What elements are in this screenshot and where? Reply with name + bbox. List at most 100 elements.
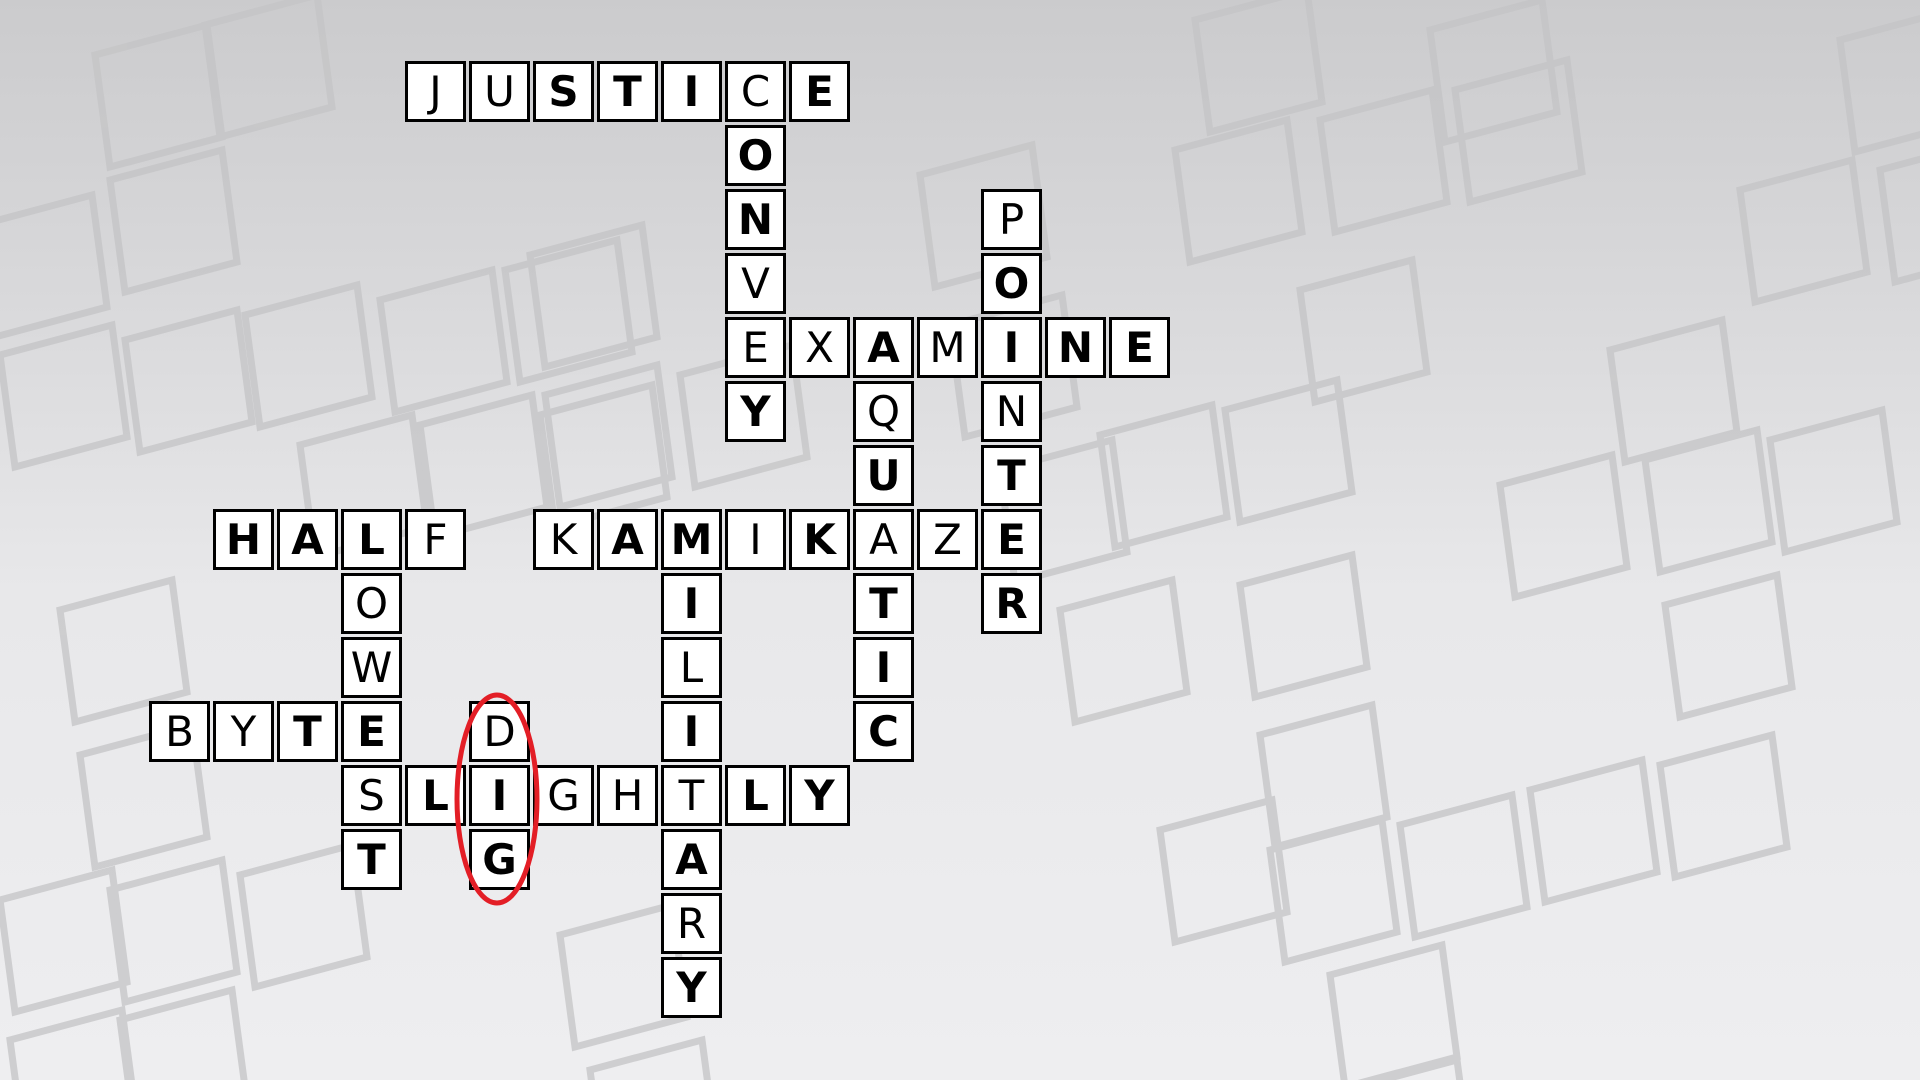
crossword-cell[interactable]: I	[853, 637, 914, 698]
crossword-cell[interactable]: U	[853, 445, 914, 506]
bg-square	[526, 220, 661, 372]
crossword-cell[interactable]: A	[853, 509, 914, 570]
bg-square	[1426, 0, 1561, 147]
bg-square	[1056, 575, 1191, 727]
crossword-cell[interactable]: T	[661, 765, 722, 826]
crossword-cell[interactable]: I	[661, 701, 722, 762]
crossword-cell[interactable]: G	[469, 829, 530, 890]
crossword-cell[interactable]: T	[853, 573, 914, 634]
crossword-cell[interactable]: O	[725, 125, 786, 186]
crossword-cell[interactable]: Z	[917, 509, 978, 570]
bg-square	[106, 145, 241, 297]
bg-square	[1156, 795, 1291, 947]
crossword-cell[interactable]: E	[725, 317, 786, 378]
bg-square	[116, 985, 248, 1080]
crossword-cell[interactable]: V	[725, 253, 786, 314]
crossword-cell[interactable]: I	[469, 765, 530, 826]
bg-square	[1221, 375, 1356, 527]
bg-square	[1171, 115, 1306, 267]
bg-square	[56, 575, 191, 727]
bg-square	[1876, 155, 1920, 287]
crossword-cell[interactable]: H	[597, 765, 658, 826]
crossword-cell[interactable]: E	[981, 509, 1042, 570]
crossword-cell[interactable]: L	[661, 637, 722, 698]
crossword-cell[interactable]: N	[981, 381, 1042, 442]
bg-square	[541, 360, 676, 512]
crossword-cell[interactable]: E	[341, 701, 402, 762]
crossword-cell[interactable]: T	[597, 61, 658, 122]
crossword-cell[interactable]: R	[981, 573, 1042, 634]
crossword-cell[interactable]: P	[981, 189, 1042, 250]
bg-square	[916, 140, 1051, 292]
crossword-cell[interactable]: R	[661, 893, 722, 954]
crossword-cell[interactable]: A	[277, 509, 338, 570]
crossword-cell[interactable]: M	[661, 509, 722, 570]
crossword-cell[interactable]: X	[789, 317, 850, 378]
crossword-cell[interactable]: Y	[661, 957, 722, 1018]
bg-square	[1496, 450, 1631, 602]
bg-square	[1606, 315, 1741, 467]
bg-square	[121, 305, 256, 457]
crossword-cell[interactable]: K	[789, 509, 850, 570]
crossword-cell[interactable]: O	[981, 253, 1042, 314]
bg-square	[0, 865, 131, 1017]
bg-square	[1836, 14, 1920, 157]
bg-square	[501, 235, 636, 387]
crossword-cell[interactable]: A	[661, 829, 722, 890]
crossword-cell[interactable]: Q	[853, 381, 914, 442]
bg-square	[1191, 0, 1326, 137]
crossword-cell[interactable]: G	[533, 765, 594, 826]
crossword-cell[interactable]: C	[725, 61, 786, 122]
bg-square	[376, 265, 511, 417]
crossword-cell[interactable]: J	[405, 61, 466, 122]
crossword-cell[interactable]: I	[661, 573, 722, 634]
crossword-cell[interactable]: N	[1045, 317, 1106, 378]
crossword-cell[interactable]: K	[533, 509, 594, 570]
crossword-cell[interactable]: I	[661, 61, 722, 122]
crossword-cell[interactable]: O	[341, 573, 402, 634]
crossword-cell[interactable]: U	[469, 61, 530, 122]
bg-square	[1236, 550, 1371, 702]
crossword-cell[interactable]: T	[981, 445, 1042, 506]
bg-square	[0, 190, 111, 340]
bg-square	[536, 380, 671, 532]
crossword-cell[interactable]: A	[597, 509, 658, 570]
crossword-cell[interactable]: I	[981, 317, 1042, 378]
bg-square	[1266, 815, 1401, 967]
crossword-cell[interactable]: Y	[789, 765, 850, 826]
crossword-cell[interactable]: B	[149, 701, 210, 762]
crossword-cell[interactable]: I	[725, 509, 786, 570]
crossword-cell[interactable]: Y	[725, 381, 786, 442]
crossword-cell[interactable]: S	[533, 61, 594, 122]
bg-square	[1661, 570, 1796, 722]
crossword-cell[interactable]: T	[341, 829, 402, 890]
bg-square	[586, 1035, 711, 1080]
crossword-cell[interactable]: N	[725, 189, 786, 250]
bg-square	[1451, 55, 1586, 207]
crossword-cell[interactable]: L	[725, 765, 786, 826]
bg-square	[236, 840, 371, 992]
bg-square	[1368, 1055, 1464, 1080]
bg-square	[106, 855, 241, 1007]
crossword-cell[interactable]: Y	[213, 701, 274, 762]
crossword-cell[interactable]: H	[213, 509, 274, 570]
crossword-cell[interactable]: W	[341, 637, 402, 698]
crossword-cell[interactable]: D	[469, 701, 530, 762]
crossword-cell[interactable]: L	[341, 509, 402, 570]
crossword-cell[interactable]: S	[341, 765, 402, 826]
crossword-cell[interactable]: E	[1109, 317, 1170, 378]
crossword-cell[interactable]: E	[789, 61, 850, 122]
bg-square	[201, 0, 336, 142]
bg-square	[416, 390, 551, 542]
crossword-cell[interactable]: A	[853, 317, 914, 378]
bg-square	[1766, 405, 1901, 557]
crossword-cell[interactable]: M	[917, 317, 978, 378]
bg-square	[0, 320, 131, 472]
bg-square	[1096, 400, 1231, 552]
crossword-cell[interactable]: C	[853, 701, 914, 762]
crossword-cell[interactable]: L	[405, 765, 466, 826]
crossword-cell[interactable]: T	[277, 701, 338, 762]
bg-square	[241, 280, 376, 432]
bg-square	[1296, 255, 1431, 407]
crossword-cell[interactable]: F	[405, 509, 466, 570]
